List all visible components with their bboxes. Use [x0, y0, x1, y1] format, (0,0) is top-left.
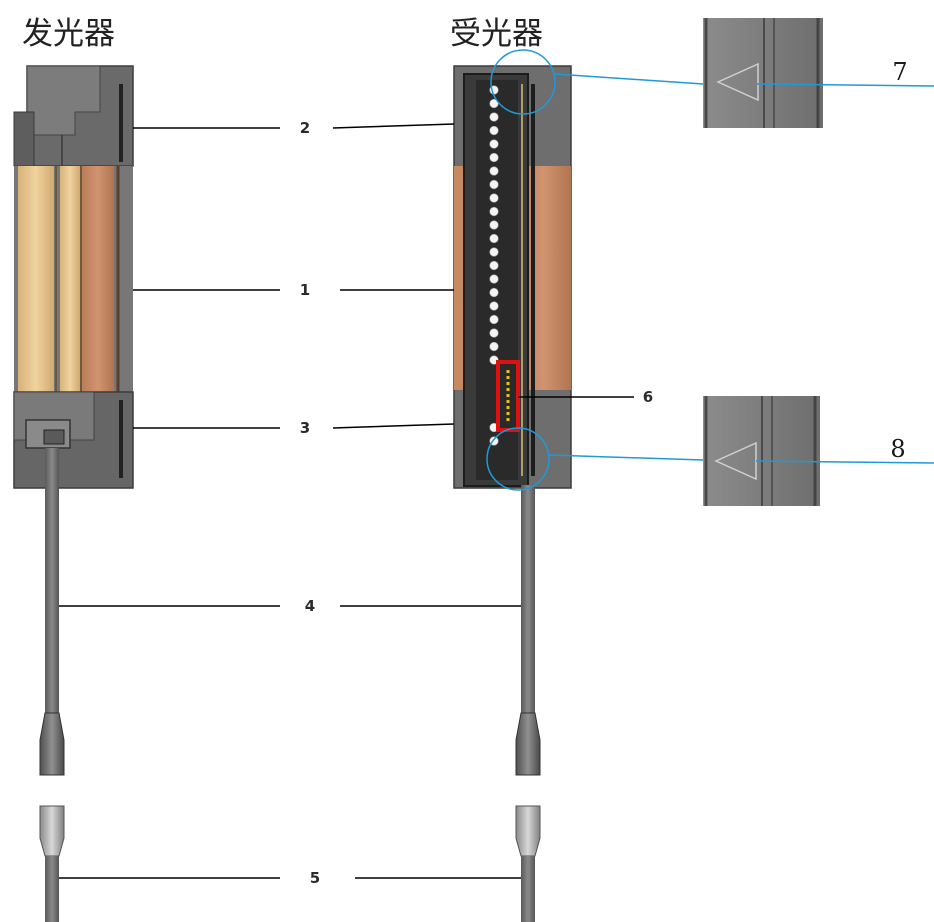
led-dot [489, 206, 499, 217]
callout-6: 6 [643, 388, 653, 406]
emitter-extension-cable [45, 856, 59, 922]
led-dot [489, 341, 499, 352]
emitter-window-copper [82, 166, 114, 392]
led-dot [489, 260, 499, 271]
emitter-unit [13, 65, 134, 922]
led-dot [489, 328, 499, 338]
led-dot [489, 220, 499, 230]
callout-1: 1 [300, 281, 310, 299]
leader-lines [59, 123, 634, 879]
led-dot [489, 112, 499, 122]
emitter-window-gold-left [18, 166, 54, 392]
receiver-title: 受光器 [450, 16, 543, 52]
receiver-extension-cable [521, 856, 535, 922]
leader-2-right [332, 123, 455, 129]
led-dot [489, 193, 499, 203]
leader-7 [756, 83, 934, 87]
zoom-circle-top [490, 49, 556, 115]
callout-5: 5 [310, 869, 320, 887]
leader-3-right [332, 423, 455, 429]
receiver-led-column [489, 85, 499, 446]
leader-8 [755, 460, 934, 464]
zoom-circle-bottom [486, 427, 550, 491]
callout-2: 2 [300, 119, 310, 137]
callout-8: 8 [890, 435, 905, 463]
emitter-title: 发光器 [22, 16, 115, 52]
led-dot [489, 274, 499, 284]
led-dot [489, 233, 499, 244]
led-dot [489, 125, 499, 136]
callout-3: 3 [300, 419, 310, 437]
zoom-leader-lines [548, 73, 934, 464]
emitter-window-gold-mid [60, 166, 80, 392]
receiver-socket [515, 805, 541, 857]
zoom-inset-top [703, 18, 823, 128]
led-dot [489, 152, 499, 163]
receiver-unit [453, 49, 572, 922]
led-dot [489, 287, 499, 298]
led-dot [489, 314, 499, 325]
callout-7: 7 [892, 58, 907, 86]
led-dot [489, 139, 499, 149]
emitter-plug [39, 712, 65, 776]
led-dot [489, 247, 499, 257]
led-dot [489, 179, 499, 190]
receiver-plug [515, 712, 541, 776]
callout-4: 4 [305, 597, 315, 615]
emitter-socket [39, 805, 65, 857]
emitter-cable [45, 448, 59, 713]
receiver-cable [521, 485, 535, 713]
arrow-marker-icon [716, 62, 759, 102]
zoom-inset-bottom [703, 396, 820, 506]
led-dot [489, 166, 499, 176]
led-dot [489, 301, 499, 311]
emitter-top-side [13, 111, 35, 167]
